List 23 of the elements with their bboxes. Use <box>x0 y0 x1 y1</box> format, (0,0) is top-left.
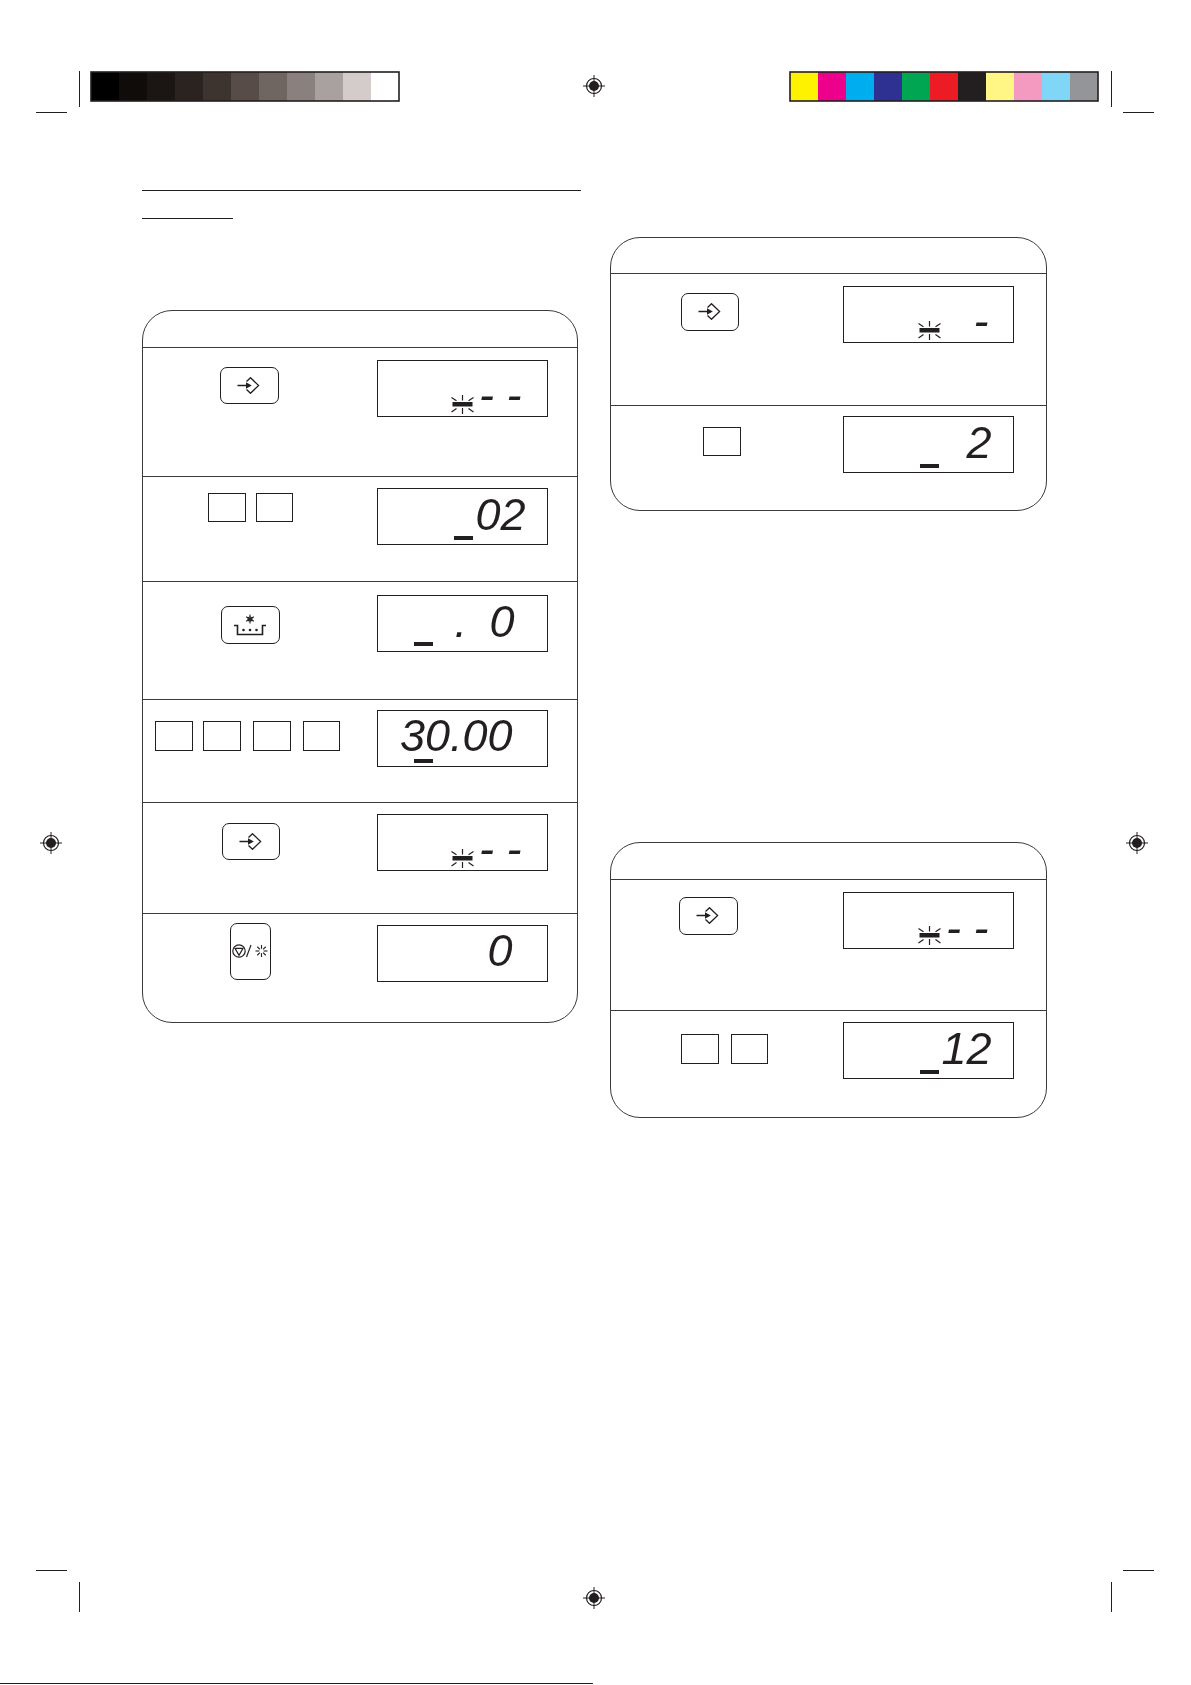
display-readout: . 0 <box>454 604 516 639</box>
display-readout: 02 <box>475 497 527 532</box>
display-readout: - - <box>479 831 523 866</box>
display-readout: 12 <box>941 1031 993 1066</box>
lcd-display <box>376 594 548 652</box>
step-panel <box>142 310 578 1023</box>
lcd-display <box>376 359 548 417</box>
display-readout: - - <box>946 910 990 945</box>
display-readout: 0 <box>487 933 514 968</box>
step-panel <box>610 237 1047 511</box>
step-panel <box>610 842 1047 1118</box>
lcd-display <box>376 924 548 982</box>
lcd-display <box>842 285 1014 343</box>
lcd-display <box>376 487 548 545</box>
lcd-display <box>842 415 1014 473</box>
display-readout: 30.00 <box>399 718 514 753</box>
lcd-display <box>376 709 548 767</box>
display-readout: - - <box>479 377 523 412</box>
lcd-display <box>842 1021 1014 1079</box>
display-readout: 2 <box>966 425 993 460</box>
display-readout: - <box>973 303 990 338</box>
lcd-display <box>376 813 548 871</box>
lcd-display <box>842 891 1014 949</box>
